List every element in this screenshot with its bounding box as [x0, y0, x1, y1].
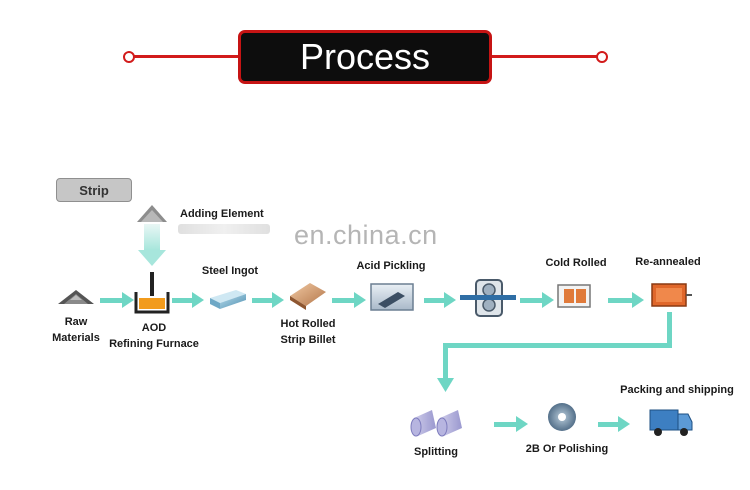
flow-connector — [437, 312, 672, 392]
flow-arrow-4 — [332, 292, 366, 308]
label-aod: AOD Refining Furnace — [104, 320, 204, 352]
watermark: en.china.cn — [294, 220, 438, 250]
flow-arrow-5 — [424, 292, 456, 308]
cold-rolled-icon — [557, 284, 591, 308]
label-polishing: 2B Or Polishing — [525, 443, 609, 455]
rolling-mill-icon — [460, 279, 516, 317]
flow-arrow-3 — [252, 292, 284, 308]
label-hot-rolled: Hot Rolled Strip Billet — [272, 316, 344, 348]
steel-ingot-icon — [210, 290, 246, 309]
label-splitting: Splitting — [414, 446, 458, 458]
title-dot-left — [123, 51, 135, 63]
furnace-icon — [134, 272, 170, 314]
truck-icon — [649, 409, 693, 436]
flow-arrow-1 — [100, 292, 134, 308]
label-acid-pickling: Acid Pickling — [356, 260, 426, 272]
label-adding-element: Adding Element — [180, 208, 264, 220]
title-line-left — [130, 55, 240, 58]
flow-arrow-2 — [172, 292, 204, 308]
title-dot-right — [596, 51, 608, 63]
label-hot-line1: Hot Rolled — [280, 318, 336, 330]
down-arrow-icon — [138, 224, 166, 266]
label-cold-rolled: Cold Rolled — [545, 257, 607, 269]
raw-materials-icon — [58, 290, 94, 304]
label-raw-line2: Materials — [52, 332, 100, 344]
strip-tag: Strip — [56, 178, 132, 202]
flow-arrow-6 — [520, 292, 554, 308]
splitting-rolls-icon — [410, 410, 462, 437]
billet-icon — [290, 283, 326, 310]
label-re-annealed: Re-annealed — [635, 256, 701, 268]
label-raw-materials: Raw Materials — [44, 314, 108, 346]
title-line-right — [490, 55, 600, 58]
label-aod-line2: Refining Furnace — [109, 338, 199, 350]
label-hot-line2: Strip Billet — [280, 334, 336, 346]
coil-icon — [548, 403, 576, 431]
flow-arrow-7 — [608, 292, 644, 308]
flow-arrow-9 — [598, 416, 630, 432]
label-raw-line1: Raw — [64, 316, 88, 328]
adding-element-icon — [137, 205, 167, 222]
annealing-furnace-icon — [651, 283, 692, 307]
label-aod-line1: AOD — [141, 322, 167, 334]
label-steel-ingot: Steel Ingot — [201, 265, 259, 277]
label-packing: Packing and shipping — [620, 384, 734, 396]
blurred-text — [178, 224, 270, 234]
flow-arrow-8 — [494, 416, 528, 432]
pickling-tank-icon — [370, 283, 414, 311]
page-title: Process — [238, 30, 492, 84]
